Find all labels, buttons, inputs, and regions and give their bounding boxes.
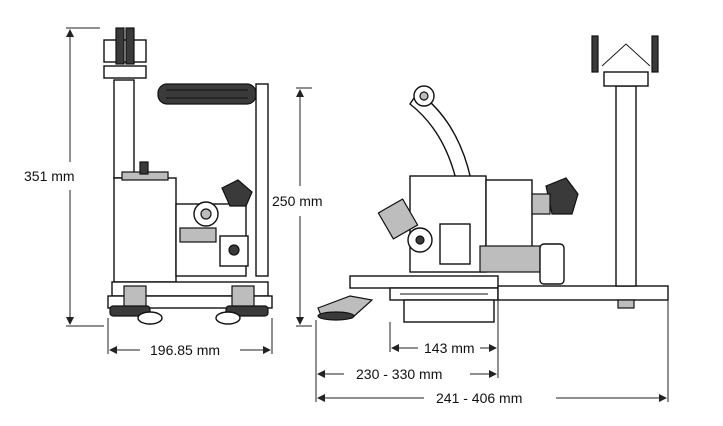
side-view-machine	[317, 35, 669, 323]
top-bolt	[139, 161, 149, 175]
dim-label-len-3: 241 - 406 mm	[436, 390, 522, 406]
gear-block	[179, 227, 217, 243]
dim-label-height-side: 250 mm	[272, 193, 323, 209]
lower-block	[439, 223, 471, 265]
knob-shaft	[531, 193, 551, 215]
clamp-base	[103, 65, 147, 79]
lower-gear	[479, 245, 541, 273]
star-knob	[221, 179, 253, 207]
clamp-screw-left	[115, 27, 125, 65]
front-base-rail	[107, 295, 273, 309]
left-roller	[123, 285, 147, 309]
rear-clamp-v	[601, 43, 651, 67]
rear-knob	[539, 243, 565, 285]
rear-foot	[617, 299, 635, 309]
clamp-screw-right	[125, 27, 135, 65]
dim-label-len-1: 143 mm	[424, 340, 475, 356]
dimension-lines	[66, 27, 669, 402]
rear-beam	[497, 285, 669, 301]
side-rail	[349, 275, 499, 289]
rear-clamp-base	[603, 71, 649, 87]
top-clamp	[103, 39, 147, 63]
front-view-machine	[103, 27, 273, 325]
right-roller	[231, 285, 255, 309]
dim-label-width-front: 196.85 mm	[150, 342, 220, 358]
rear-clamp-screw-left	[591, 35, 599, 73]
side-star-knob	[545, 177, 579, 215]
side-motor	[485, 179, 533, 251]
handle-grip	[157, 83, 257, 105]
handle-upright	[255, 83, 269, 277]
nozzle-knob	[377, 198, 419, 240]
main-body	[113, 177, 177, 283]
dim-label-height-total: 351 mm	[24, 168, 75, 184]
vertical-post	[113, 79, 135, 179]
left-foot	[109, 305, 151, 317]
side-base-block	[403, 299, 495, 323]
rear-clamp-screw-right	[651, 35, 659, 73]
rear-post	[615, 85, 637, 287]
dim-label-len-2: 230 - 330 mm	[356, 366, 442, 382]
